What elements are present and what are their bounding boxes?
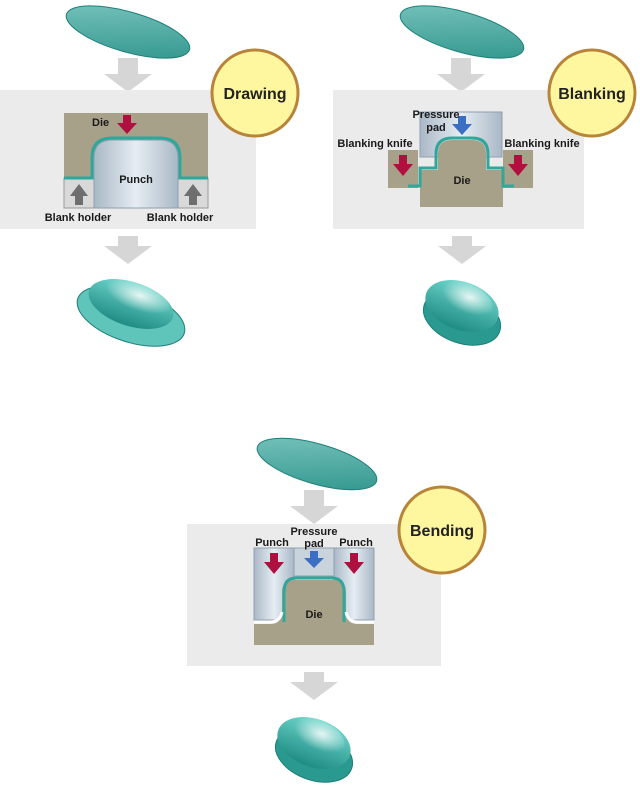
bending-badge: Bending	[397, 485, 487, 575]
bending-flow-arrow-out	[290, 672, 338, 700]
drawing-process: Die Punch Blank holder Blank holder Draw…	[0, 5, 300, 347]
drawing-badge-label: Drawing	[223, 86, 286, 103]
blanking-blank-sheet	[399, 5, 525, 59]
drawing-label-punch: Punch	[119, 174, 153, 186]
blanking-flow-arrow-in	[437, 58, 485, 92]
bending-label-pad-2: pad	[304, 538, 324, 550]
bending-sheet-edges	[254, 611, 374, 624]
bending-blank-sheet	[256, 437, 378, 491]
drawing-punch	[93, 139, 179, 209]
blanking-flow-arrow-out	[438, 236, 486, 264]
bending-punch-arrow-left	[264, 553, 284, 574]
bending-sheet	[282, 576, 346, 622]
drawing-sheet	[64, 136, 208, 180]
bending-label-pad-1: Pressure	[290, 526, 337, 538]
blanking-product	[422, 279, 502, 346]
blanking-badge-label: Blanking	[558, 86, 626, 103]
drawing-label-die: Die	[92, 117, 109, 129]
blanking-sheet	[408, 136, 514, 188]
drawing-flow-arrow-in	[104, 58, 152, 92]
drawing-blank-sheet	[65, 5, 191, 59]
blanking-label-pad-2: pad	[426, 122, 446, 134]
drawing-product	[76, 277, 186, 347]
blanking-label-die: Die	[453, 175, 470, 187]
blanking-knife-arrow-left	[393, 155, 413, 176]
blanking-knife-arrow-right	[508, 155, 528, 176]
blanking-label-knife-right: Blanking knife	[504, 138, 579, 150]
blanking-label-pad-1: Pressure	[412, 109, 459, 121]
drawing-badge: Drawing	[210, 48, 300, 138]
bending-process: Punch Pressure pad Punch Die Bending	[187, 437, 487, 783]
drawing-die-arrow	[117, 115, 137, 134]
drawing-die-set: Die Punch Blank holder Blank holder	[45, 113, 214, 224]
blanking-badge: Blanking	[547, 48, 637, 138]
bending-label-punch-left: Punch	[255, 537, 289, 549]
bending-flow-arrow-in	[290, 490, 338, 524]
bending-product	[274, 716, 354, 783]
blanking-die	[420, 140, 503, 207]
drawing-holder-arrow-right	[184, 184, 202, 205]
bending-die-set: Punch Pressure pad Punch Die	[253, 526, 375, 645]
blanking-label-knife-left: Blanking knife	[337, 138, 412, 150]
bending-punch-arrow-right	[344, 553, 364, 574]
drawing-label-holder-right: Blank holder	[147, 212, 214, 224]
drawing-holder-arrow-left	[70, 184, 88, 205]
drawing-label-holder-left: Blank holder	[45, 212, 112, 224]
bending-label-die: Die	[305, 609, 322, 621]
bending-pad-arrow	[304, 551, 324, 568]
drawing-flow-arrow-out	[104, 236, 152, 264]
bending-badge-label: Bending	[410, 523, 474, 540]
blanking-die-set: Pressure pad Blanking knife Blanking kni…	[337, 109, 580, 207]
blanking-pad-arrow	[452, 116, 472, 135]
blanking-process: Pressure pad Blanking knife Blanking kni…	[333, 5, 637, 346]
bending-label-punch-right: Punch	[339, 537, 373, 549]
